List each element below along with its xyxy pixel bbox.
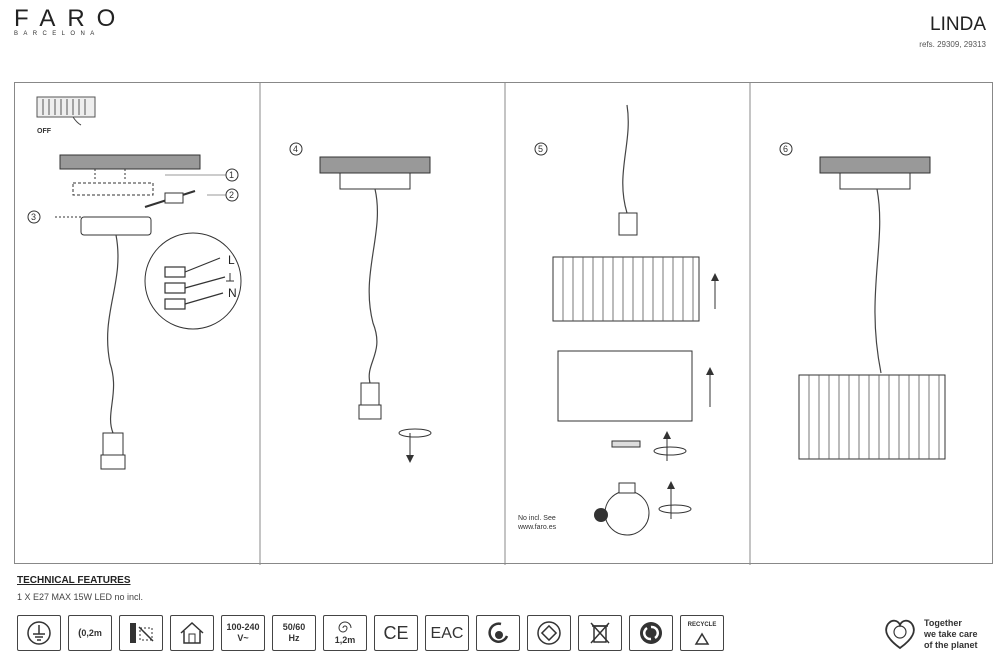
bulb-note-line1: No incl. See: [518, 515, 556, 522]
green-dot-icon: [629, 615, 673, 651]
socket-1: [102, 432, 124, 456]
voltage-line1: 100-240: [226, 622, 260, 632]
callout-3: 3: [31, 212, 36, 222]
terminal-block: [164, 192, 184, 204]
ceiling-4: [819, 156, 931, 174]
recycle-icon: RECYCLE: [680, 615, 724, 651]
arrow-up-icon-2: [706, 367, 714, 375]
wire-L: L: [228, 253, 235, 267]
panel-1-wiring: OFF 1 2 3: [27, 96, 242, 470]
arrow-up-icon: [711, 273, 719, 281]
brand-logo: FARO BARCELONA: [14, 5, 128, 38]
mounting-bracket: [72, 182, 154, 196]
product-name: LINDA: [930, 14, 986, 35]
step-6-number: 6: [783, 144, 788, 154]
panel-4: 6: [779, 142, 946, 460]
brand-sub: BARCELONA: [14, 31, 100, 37]
eco-heart-icon: [885, 619, 915, 650]
eco-line2: we take care: [924, 629, 978, 639]
diffuser: [557, 350, 693, 422]
ceiling-2: [319, 156, 431, 174]
assembled-shade: [798, 374, 946, 460]
frequency-icon: 50/60 Hz: [272, 615, 316, 651]
canopy: [80, 216, 152, 236]
voltage-line2: V~: [237, 633, 249, 643]
canopy-4: [839, 172, 911, 190]
eco-line3: of the planet: [924, 640, 978, 650]
earth-class-icon: [17, 615, 61, 651]
cable-4: [874, 188, 882, 374]
wiring-detail: [144, 232, 242, 330]
brand-name: FARO: [14, 5, 128, 32]
instruction-frame: OFF 1 2 3: [14, 82, 993, 565]
ce-mark-icon: CE: [374, 615, 418, 651]
step-5-number: 5: [538, 144, 543, 154]
cable-1: [106, 234, 119, 434]
min-distance-icon: (0,2m: [68, 615, 112, 651]
frequency-line2: Hz: [288, 633, 300, 643]
callout-1: 1: [229, 170, 234, 180]
bulb-note-line2: www.faro.es: [517, 524, 557, 531]
min-distance-value: 0,2m: [81, 627, 102, 638]
cable-2: [368, 188, 379, 384]
breaker-icon: [36, 96, 96, 126]
panel-2: 4: [289, 142, 432, 463]
eco-line1: Together: [924, 618, 962, 628]
indoor-use-icon: [170, 615, 214, 651]
instruction-drawings: OFF 1 2 3: [27, 83, 946, 565]
socket-3: [618, 212, 638, 236]
pleated-shade: [552, 256, 700, 322]
disposal-icon: [527, 615, 571, 651]
socket-2: [360, 382, 380, 406]
callout-2: 2: [229, 190, 234, 200]
energy-icon: [476, 615, 520, 651]
eco-slogan: Together we take care of the planet: [924, 618, 978, 651]
cable-length-icon: 1,2m: [323, 615, 367, 651]
panel-3: 5 No incl: [517, 104, 719, 536]
tech-features-text: 1 X E27 MAX 15W LED no incl.: [17, 592, 144, 602]
voltage-icon: 100-240 V~: [221, 615, 265, 651]
step-4-number: 4: [293, 144, 298, 154]
ring: [611, 440, 641, 448]
frequency-line1: 50/60: [282, 622, 306, 632]
switch-off-label: OFF: [37, 128, 52, 135]
product-header: LINDA refs. 29309, 29313: [919, 14, 986, 49]
cable-length-value: 1,2m: [334, 634, 356, 645]
tech-features-title: TECHNICAL FEATURES: [17, 575, 131, 586]
eac-mark-icon: EAC: [425, 615, 469, 651]
arrow-down-icon: [406, 455, 414, 463]
not-covered-icon: [119, 615, 163, 651]
bulb: [604, 490, 650, 536]
ceiling: [59, 154, 201, 170]
cable-3: [622, 104, 629, 214]
wire-N: N: [228, 286, 237, 300]
recycle-label: RECYCLE: [687, 621, 717, 628]
not-included-icon: [594, 508, 608, 522]
product-refs: refs. 29309, 29313: [919, 40, 986, 49]
weee-bin-icon: [578, 615, 622, 651]
canopy-2: [339, 172, 411, 190]
